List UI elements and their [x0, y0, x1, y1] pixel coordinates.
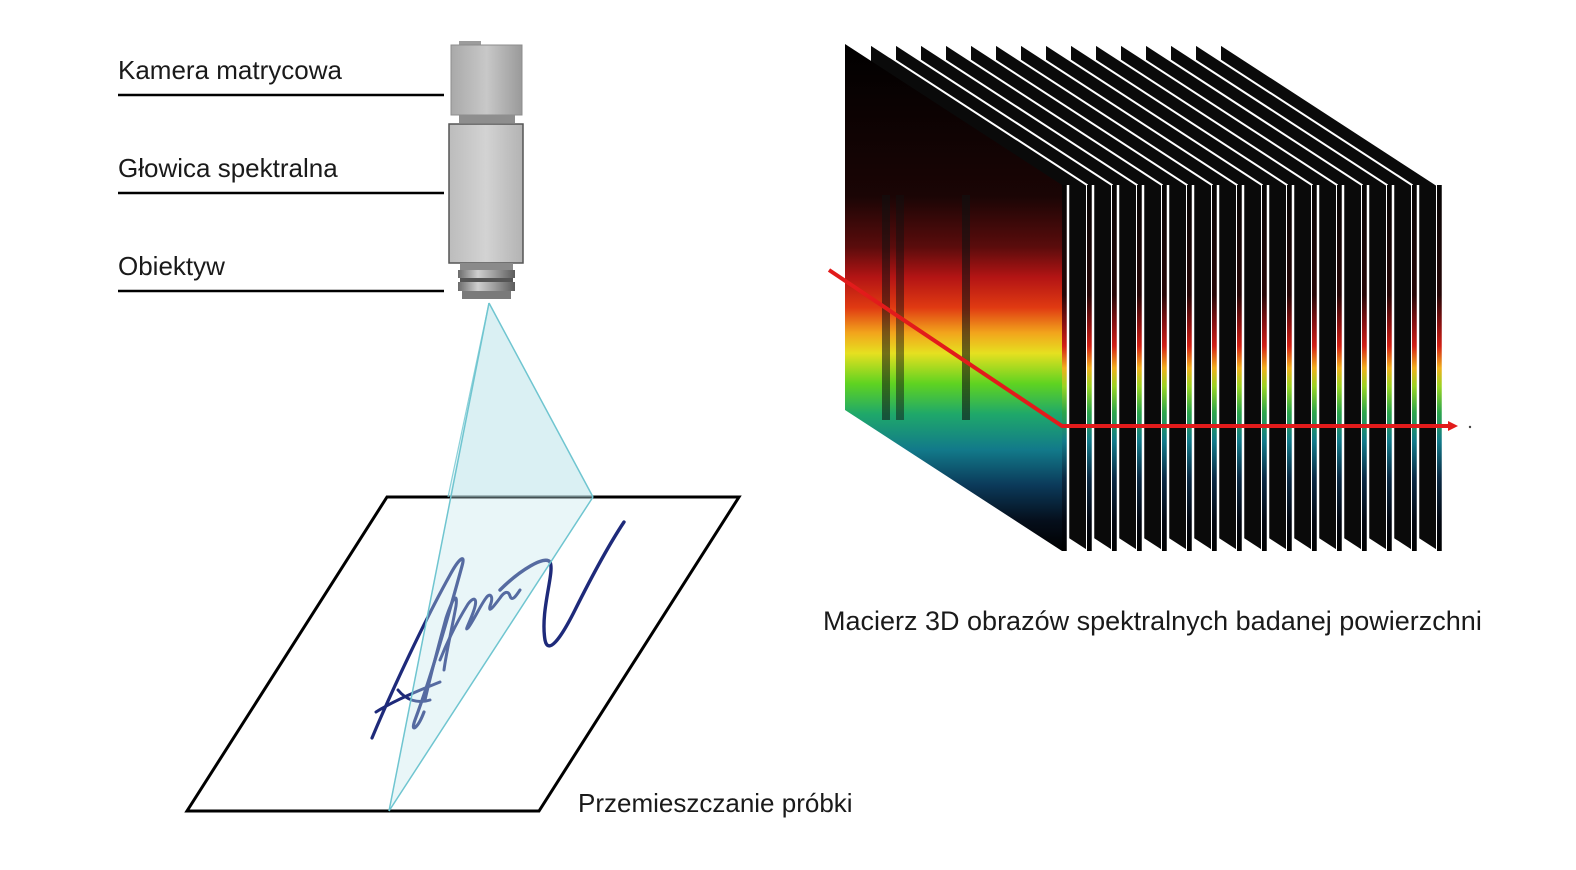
- cube-slice: [845, 44, 1070, 551]
- camera-device: [448, 41, 524, 299]
- spectral-head-body: [448, 123, 524, 264]
- signature-image: [370, 520, 626, 740]
- sample-motion-label: Przemieszczanie próbki: [578, 788, 853, 818]
- field-of-view: [388, 302, 594, 812]
- scan-line: [827, 268, 1472, 431]
- lens-label: Obiektyw: [118, 251, 225, 281]
- spectral-head-label: Głowica spektralna: [118, 153, 338, 183]
- sample-plate: [184, 495, 742, 813]
- camera-label: Kamera matrycowa: [118, 55, 342, 85]
- spectral-cube: [845, 42, 1445, 553]
- lens-icon: [458, 263, 515, 299]
- cube-caption: Macierz 3D obrazów spektralnych badanej …: [823, 606, 1482, 636]
